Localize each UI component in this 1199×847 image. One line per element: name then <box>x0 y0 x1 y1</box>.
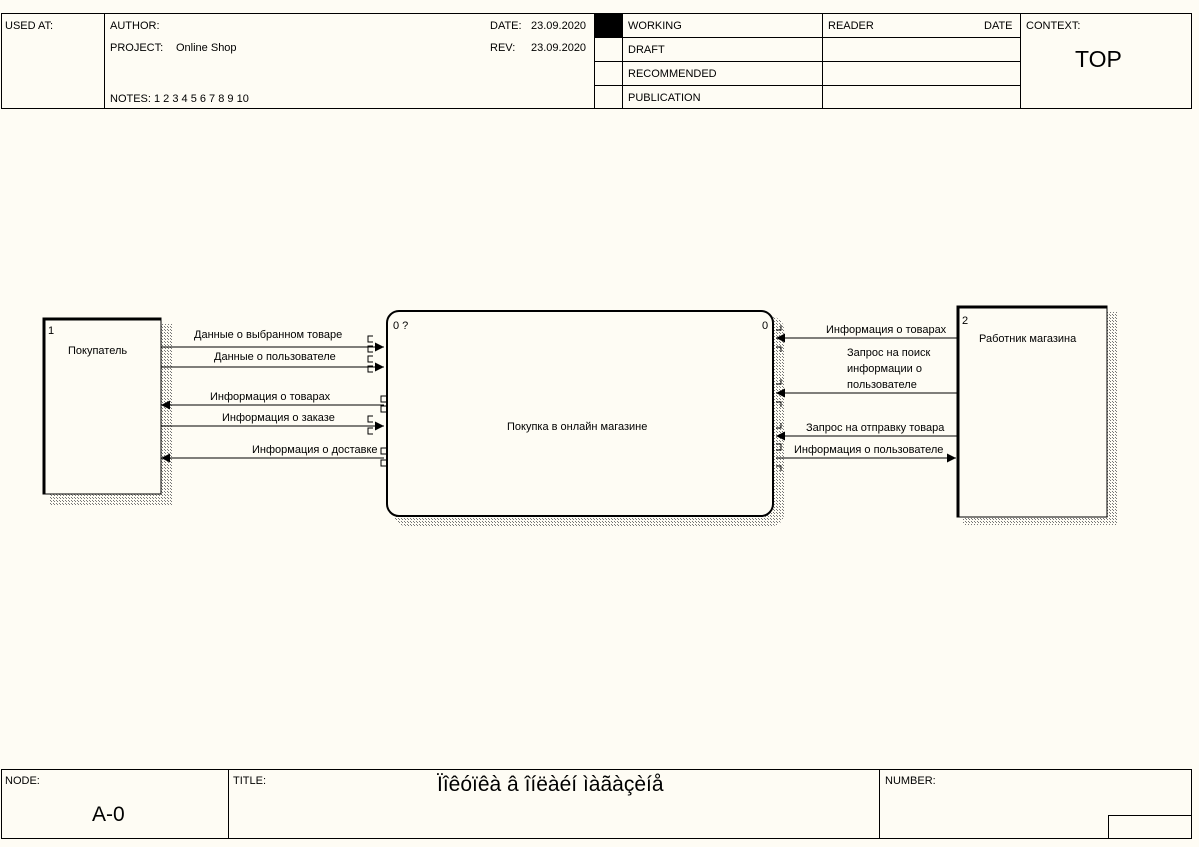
flow-label: Информация о заказе <box>222 412 335 424</box>
working-status-marker <box>595 14 622 37</box>
flow-label: Данные о выбранном товаре <box>194 329 342 341</box>
status-draft: DRAFT <box>628 44 665 56</box>
flow-label: Информация о товарах <box>210 391 331 403</box>
title-label: TITLE: <box>233 775 267 787</box>
flow-label: Информация о товарах <box>826 324 947 336</box>
number-label: NUMBER: <box>885 775 936 787</box>
flows-left: Данные о выбранном товаре Данные о польз… <box>161 329 386 467</box>
used-at-label: USED AT: <box>5 20 54 32</box>
flow-label: Данные о пользователе <box>214 351 336 363</box>
project-value: Online Shop <box>176 42 237 54</box>
flow-label: информации о <box>847 363 922 375</box>
header-divider <box>1020 13 1021 109</box>
status-working: WORKING <box>628 20 682 32</box>
flows-right: Информация о товарах Запрос на поиск инф… <box>776 324 957 471</box>
process-number-left: 0 ? <box>393 320 408 332</box>
flow-label: Информация о пользователе <box>794 444 943 456</box>
reader-label: READER <box>828 20 874 32</box>
rev-label: REV: <box>490 42 516 54</box>
header-frame <box>1 13 1192 109</box>
footer-frame <box>1 769 1192 839</box>
status-recommended: RECOMMENDED <box>628 68 717 80</box>
rev-value: 23.09.2020 <box>531 42 587 54</box>
diagram-title: Ïîêóïêà â îíëàéí ìàãàçèíå <box>437 773 664 796</box>
date-label: DATE: <box>490 20 522 32</box>
node-label: NODE: <box>5 775 40 787</box>
status-publication: PUBLICATION <box>628 92 701 104</box>
header-row-line <box>594 85 1020 86</box>
header-row-line <box>594 61 1020 62</box>
context-label: CONTEXT: <box>1026 20 1081 32</box>
entity-box <box>956 305 1108 518</box>
project-label: PROJECT: <box>110 42 164 54</box>
notes-label: NOTES: 1 2 3 4 5 6 7 8 9 10 <box>110 93 249 105</box>
flow-label: пользователе <box>847 379 917 391</box>
entity-name: Покупатель <box>68 345 127 357</box>
entity-number: 2 <box>962 315 968 327</box>
footer-divider <box>879 769 880 839</box>
date-value: 23.09.2020 <box>531 20 587 32</box>
flow-label: Информация о доставке <box>252 444 378 456</box>
header-row-line <box>594 37 1020 38</box>
entity-store-employee[interactable]: 2 Работник магазина <box>956 305 1117 525</box>
entity-number: 1 <box>48 325 54 337</box>
reader-date-label: DATE <box>984 20 1013 32</box>
process-name: Покупка в онлайн магазине <box>507 421 647 433</box>
author-label: AUTHOR: <box>110 20 160 32</box>
flow-label: Запрос на отправку товара <box>806 422 945 434</box>
context-value: TOP <box>1075 46 1122 72</box>
process-online-purchase[interactable]: 0 ? 0 Покупка в онлайн магазине <box>386 310 784 526</box>
entity-name: Работник магазина <box>979 333 1077 345</box>
footer-small-box <box>1108 815 1192 839</box>
process-box <box>386 310 774 517</box>
entity-box <box>42 317 162 495</box>
flow-label: Запрос на поиск <box>847 347 930 359</box>
entity-buyer[interactable]: 1 Покупатель <box>42 317 173 506</box>
header-divider <box>104 13 105 109</box>
process-number-right: 0 <box>762 320 768 332</box>
node-value: A-0 <box>92 803 125 826</box>
footer-divider <box>228 769 229 839</box>
